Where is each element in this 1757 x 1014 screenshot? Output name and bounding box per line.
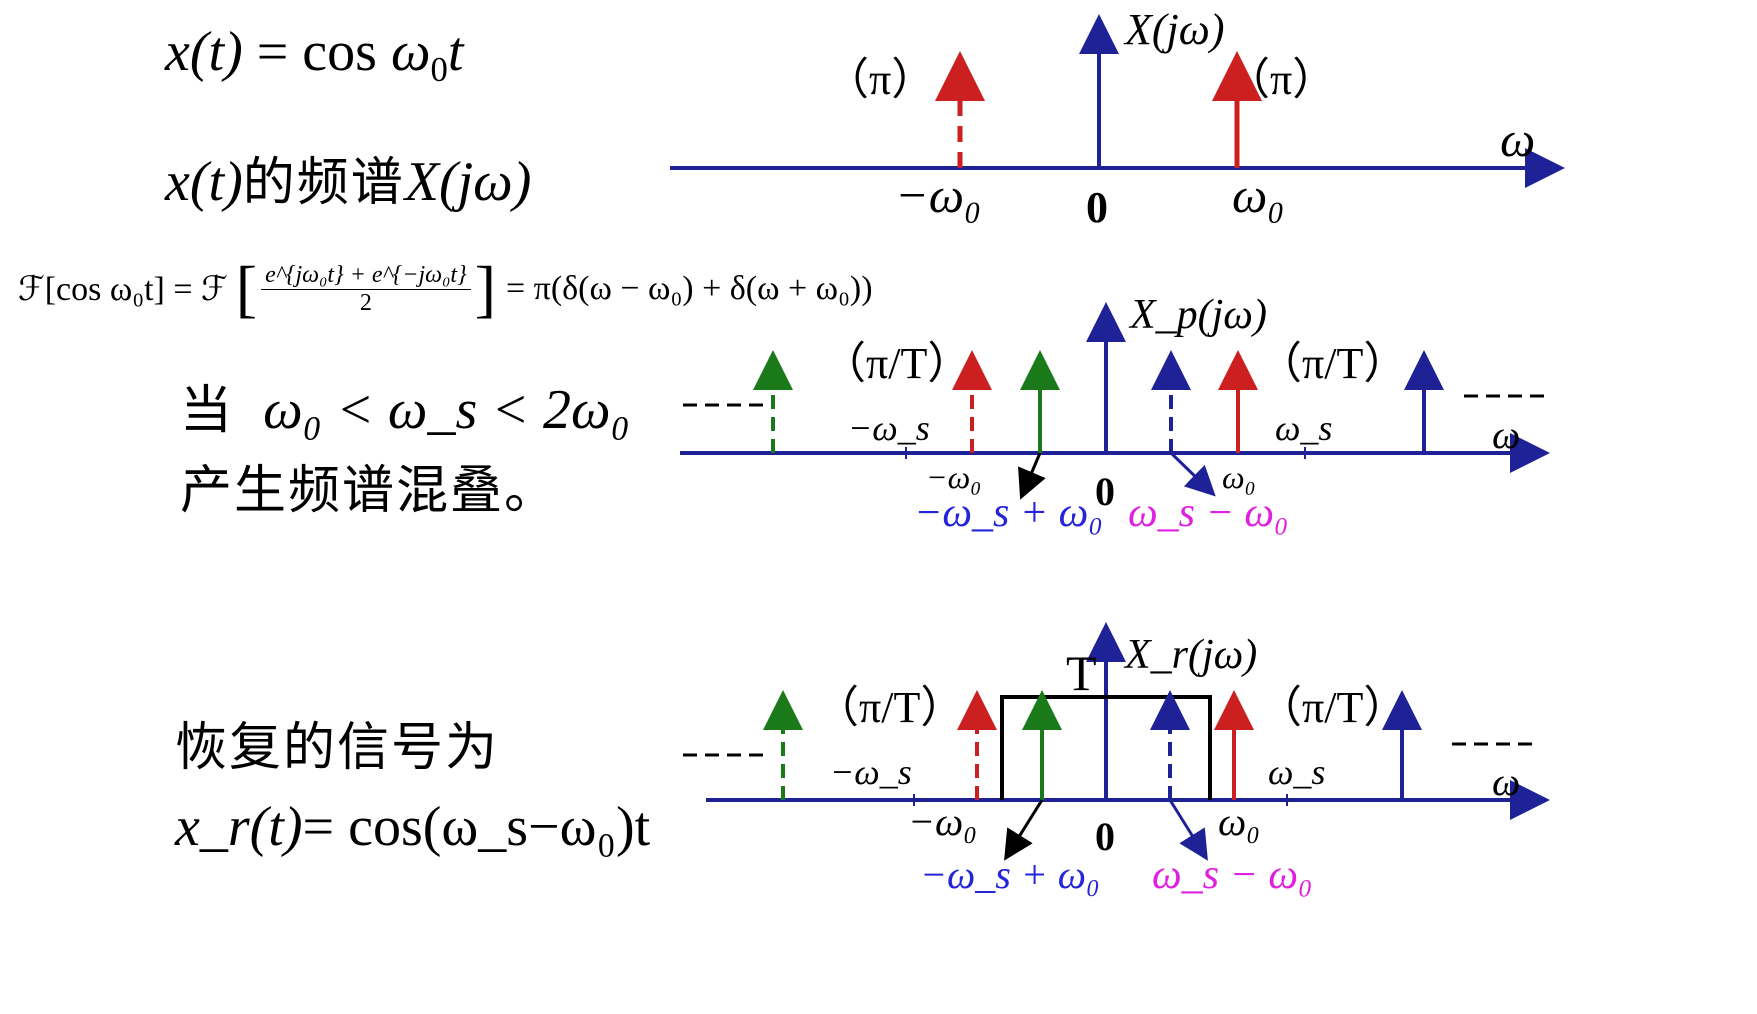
d3-weight-left: （π/T）: [815, 683, 964, 732]
d3-axis-label: ω: [1492, 759, 1520, 804]
diagram-1-original-spectrum: X(jω) ω 0 −ω₀ ω₀ （π） （π）: [670, 5, 1565, 232]
d2-origin-label: 0: [1095, 469, 1115, 514]
recovery-caption: 恢复的信号为: [175, 718, 500, 778]
d2-axis-label: ω: [1492, 412, 1520, 457]
d2-neg-w0-label: −ω₀: [926, 459, 981, 495]
d3-pos-w0-label: ω₀: [1218, 799, 1260, 844]
d2-weight-left: （π/T）: [822, 339, 971, 388]
fourier-lhs: ℱ[cos ω₀t] = ℱ: [18, 271, 228, 308]
d3-neg-ws-label: −ω_s: [830, 752, 912, 792]
d3-lowpass-filter: [1000, 695, 1212, 800]
fraction: e^{jω₀t} + e^{−jω₀t} 2: [261, 262, 471, 317]
recovered-signal: x_r(t)= cos(ω_s−ω₀)t: [175, 796, 651, 858]
aliasing-caption: 产生频谱混叠。: [180, 461, 559, 521]
d2-pointer-neg-alias: [1018, 452, 1046, 500]
d3-pos-alias-label: ω_s − ω₀: [1152, 852, 1313, 898]
fourier-formula: ℱ[cos ω₀t] = ℱ [ e^{jω₀t} + e^{−jω₀t} 2 …: [18, 252, 873, 326]
d1-neg-w0-label: −ω₀: [895, 167, 981, 223]
d2-neg-alias-label: −ω_s + ω₀: [914, 490, 1103, 536]
fraction-numerator: e^{jω₀t} + e^{−jω₀t}: [261, 262, 471, 290]
d1-axis-label: ω: [1500, 111, 1535, 167]
d2-neg-ws-label: −ω_s: [848, 408, 930, 448]
condition-line: 当 ω₀ < ω_s < 2ω₀: [180, 379, 631, 441]
d3-filter-gain: T: [1066, 645, 1097, 701]
d3-neg-w0-label: −ω₀: [908, 799, 977, 844]
d2-weight-right: （π/T）: [1258, 339, 1407, 388]
d1-origin-label: 0: [1086, 183, 1108, 232]
d1-weight-right: （π）: [1226, 55, 1336, 104]
left-bracket: [: [235, 253, 258, 324]
d3-weight-right: （π/T）: [1258, 683, 1407, 732]
d2-pos-w0-label: ω₀: [1222, 459, 1256, 495]
fraction-denominator: 2: [359, 289, 372, 316]
right-bracket: ]: [474, 253, 496, 324]
d1-pos-w0-label: ω₀: [1232, 167, 1285, 223]
d3-neg-alias-label: −ω_s + ω₀: [920, 852, 1100, 897]
d2-title: X_p(jω): [1128, 292, 1267, 338]
fourier-rhs: = π(δ(ω − ω₀) + δ(ω + ω₀)): [506, 270, 873, 307]
d2-pos-alias-label: ω_s − ω₀: [1128, 490, 1289, 536]
d1-weight-left: （π）: [825, 55, 935, 104]
d3-pos-ws-label: ω_s: [1268, 752, 1325, 792]
diagram-3-recovered-spectrum: T X_r(jω) ω 0 （π/T） （π/T） −ω_s ω_s −ω₀ ω…: [683, 622, 1550, 898]
d3-pointer-pos-alias: [1168, 799, 1208, 861]
d2-pos-ws-label: ω_s: [1275, 408, 1332, 448]
d2-pointer-pos-alias: [1169, 451, 1216, 497]
d1-title: X(jω): [1123, 5, 1224, 54]
d3-pointer-neg-alias: [1004, 799, 1044, 861]
diagram-2-sampled-spectrum: X_p(jω) ω 0 （π/T） （π/T） −ω_s ω_s −ω₀ ω₀ …: [680, 292, 1550, 536]
spectrum-caption: x(t)的频谱X(jω): [165, 151, 532, 213]
d3-origin-label: 0: [1095, 814, 1115, 859]
d3-title: X_r(jω): [1123, 632, 1257, 678]
signal-definition: x(t) = cos ω0t: [165, 21, 464, 90]
